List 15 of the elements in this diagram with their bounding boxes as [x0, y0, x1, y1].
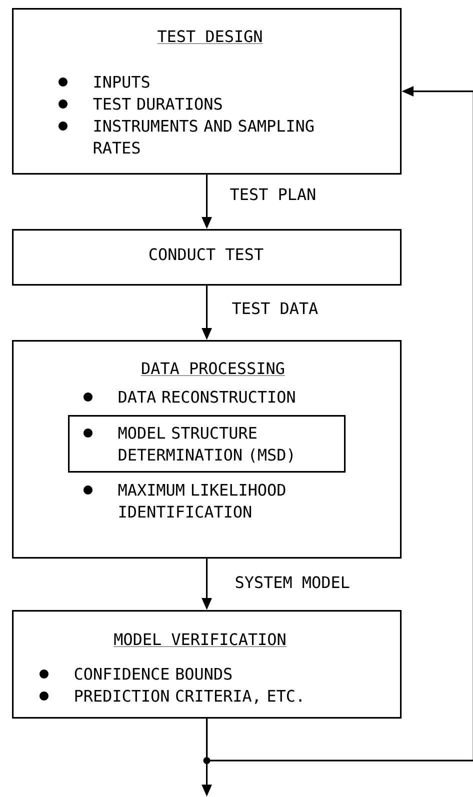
- edge-label: TEST DATA: [230, 301, 320, 316]
- bullet-item: INPUTS: [58, 76, 150, 88]
- box-label: CONDUCT TEST: [150, 248, 264, 260]
- bullet-item: MODEL STRUCTURE DETERMINATION (MSD): [84, 426, 293, 463]
- bullet-item: MAXIMUM LIKELIHOOD IDENTIFICATION: [84, 484, 286, 518]
- heading: MODEL VERIFICATION: [113, 633, 287, 647]
- bullet-item: CONFIDENCE BOUNDS: [40, 668, 232, 680]
- bullet-item: INSTRUMENTS AND SAMPLING RATES: [58, 120, 314, 154]
- bullet-item: DATA RECONSTRUCTION: [84, 390, 295, 403]
- heading: DATA PROCESSING: [140, 362, 286, 376]
- edge-label: SYSTEM MODEL: [234, 575, 351, 590]
- bullet-item: TEST DURATIONS: [58, 98, 222, 110]
- bullet-item: PREDICTION CRITERIA, ETC.: [40, 690, 302, 704]
- edge-label: TEST PLAN: [228, 187, 318, 202]
- heading: TEST DESIGN: [157, 30, 263, 44]
